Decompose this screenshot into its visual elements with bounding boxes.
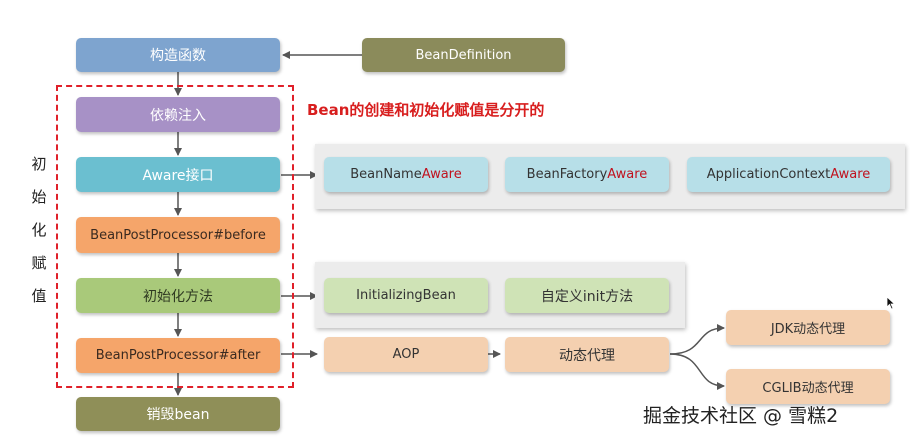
- cglib-proxy-node: CGLIB动态代理: [726, 369, 890, 404]
- watermark: 掘金技术社区 @ 雪糕2: [643, 405, 839, 427]
- custom-init-method-node: 自定义init方法: [505, 278, 669, 313]
- arrow-dynproxy-to-jdk: [669, 324, 725, 355]
- post-processor-before-node: BeanPostProcessor#before: [76, 217, 280, 253]
- aware-suffix: Aware: [830, 167, 871, 182]
- aware-prefix: ApplicationContext: [706, 167, 831, 182]
- mouse-cursor-icon: [886, 296, 896, 310]
- destroy-bean-node: 销毁bean: [76, 397, 280, 431]
- dynamic-proxy-node: 动态代理: [505, 337, 669, 372]
- vertical-char: 值: [31, 287, 47, 305]
- vertical-char: 赋: [31, 254, 47, 272]
- aware-prefix: BeanName: [350, 167, 422, 182]
- arrow-dynproxy-to-cglib: [669, 353, 725, 390]
- vertical-char: 初: [31, 155, 47, 173]
- dependency-injection-node: 依赖注入: [76, 97, 280, 132]
- initializing-bean-node: InitializingBean: [324, 278, 488, 313]
- aware-prefix: BeanFactory: [526, 167, 608, 182]
- aware-suffix: Aware: [421, 167, 462, 182]
- vertical-char: 化: [31, 221, 47, 239]
- aware-suffix: Aware: [607, 167, 648, 182]
- constructor-node: 构造函数: [76, 38, 280, 72]
- bean-definition-node: BeanDefinition: [362, 38, 565, 72]
- vertical-char: 始: [31, 188, 47, 206]
- init-method-node: 初始化方法: [76, 278, 280, 313]
- post-processor-after-node: BeanPostProcessor#after: [76, 338, 280, 373]
- jdk-proxy-node: JDK动态代理: [726, 310, 890, 345]
- separation-note: Bean的创建和初始化赋值是分开的: [307, 101, 545, 119]
- aware-interface-node: Aware接口: [76, 157, 280, 192]
- init-region-dashed-box: [56, 85, 294, 388]
- aop-node: AOP: [324, 337, 488, 372]
